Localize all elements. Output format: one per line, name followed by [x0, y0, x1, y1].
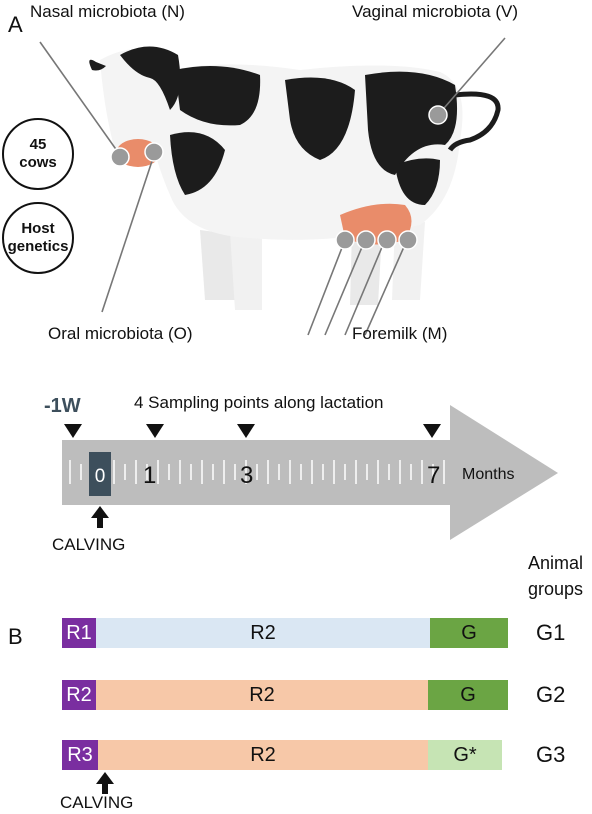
milk-sample-dot-2 — [356, 230, 376, 250]
calving-arrow-b — [96, 772, 114, 794]
calving-label: CALVING — [52, 535, 126, 554]
pre-calving-label: -1W — [44, 395, 81, 417]
host-genetics-circle: Host genetics — [2, 202, 74, 274]
nasal-label: Nasal microbiota (N) — [30, 2, 185, 21]
end-diet-g3: G* — [428, 740, 502, 770]
calving-arrow-stem — [97, 516, 103, 528]
sampling-title: 4 Sampling points along lactation — [134, 393, 384, 412]
group-bar-g3: R3 R2 G* — [62, 740, 502, 770]
calving-label-b: CALVING — [60, 793, 134, 812]
foremilk-label: Foremilk (M) — [352, 324, 448, 343]
sampling-leader-lines — [39, 37, 506, 336]
end-diet-g2: G — [428, 680, 508, 710]
middle-diet-g1: R2 — [96, 618, 430, 648]
sampling-triangle-1 — [146, 424, 164, 438]
vaginal-sample-dot — [428, 105, 448, 125]
nasal-sample-dot — [110, 147, 130, 167]
cow-count-value: 45 — [29, 136, 47, 153]
timeline-arrow-shape — [62, 405, 558, 540]
group-bar-g2: R2 R2 G — [62, 680, 508, 710]
milk-sample-dot-1 — [335, 230, 355, 250]
start-diet-g3: R3 — [62, 740, 98, 770]
panel-b-letter: B — [8, 624, 23, 649]
middle-diet-g3: R2 — [98, 740, 428, 770]
cow-count-circle: 45 cows — [2, 118, 74, 190]
group-bar-g1: R1 R2 G — [62, 618, 508, 648]
milk-sample-dot-3 — [377, 230, 397, 250]
end-diet-g1: G — [430, 618, 508, 648]
cow-body — [89, 46, 501, 310]
months-label: Months — [462, 466, 515, 483]
calving-arrow-head — [91, 506, 109, 518]
start-diet-g2: R2 — [62, 680, 96, 710]
vaginal-label: Vaginal microbiota (V) — [352, 2, 518, 21]
calving-month-marker — [89, 452, 111, 496]
timeline-arrow — [62, 405, 558, 540]
animal-groups-header: Animal groups — [528, 550, 583, 602]
group-label-g2: G2 — [536, 682, 566, 707]
cow-illustration — [39, 37, 506, 336]
host-genetics-line2: genetics — [7, 238, 69, 255]
cow-count-unit: cows — [19, 154, 57, 171]
group-label-g1: G1 — [536, 620, 566, 645]
tick-label-3: 3 — [240, 462, 254, 489]
middle-diet-g2: R2 — [96, 680, 428, 710]
host-genetics-line1: Host — [21, 220, 55, 237]
milk-sample-dot-4 — [398, 230, 418, 250]
group-label-g3: G3 — [536, 742, 566, 767]
sampling-triangle-3 — [237, 424, 255, 438]
tick-label-7: 7 — [427, 462, 441, 489]
ruler-ticks — [69, 460, 445, 484]
start-diet-g1: R1 — [62, 618, 96, 648]
sampling-triangle-pre — [64, 424, 82, 438]
animal-groups-header-line1: Animal — [528, 553, 584, 573]
tick-label-0: 0 — [94, 466, 106, 487]
oral-sample-dot — [144, 142, 164, 162]
panel-a-letter: A — [8, 12, 23, 37]
sampling-dots — [110, 105, 448, 250]
sampling-triangle-7 — [423, 424, 441, 438]
oral-label: Oral microbiota (O) — [48, 324, 193, 343]
animal-groups-header-line2: groups — [528, 579, 584, 599]
tick-label-1: 1 — [143, 462, 157, 489]
